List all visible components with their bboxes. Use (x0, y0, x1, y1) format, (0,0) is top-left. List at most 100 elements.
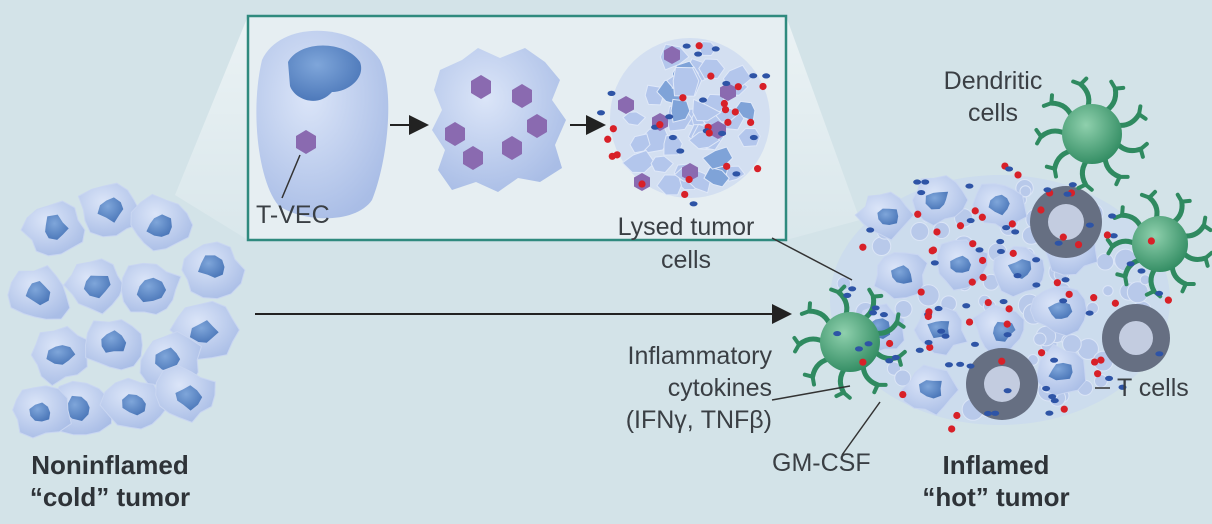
cell-fragment (622, 111, 647, 126)
gmcsf-dot (984, 410, 993, 417)
gmcsf-label: GM-CSF (772, 449, 871, 477)
cytokine-dot (681, 190, 689, 199)
dendrite-tip (1034, 127, 1044, 146)
tumor-nucleus (146, 214, 172, 237)
dendritic-cell (1034, 76, 1149, 192)
cytokine-dot (956, 222, 965, 230)
cytokine-dot (1037, 349, 1046, 357)
cytokine-dot (978, 256, 987, 265)
gmcsf-dot (975, 247, 984, 253)
gmcsf-dot (1050, 357, 1059, 363)
gmcsf-dot (1085, 310, 1094, 316)
cytokine-dot (609, 125, 617, 133)
cytokine-dot (1014, 171, 1022, 179)
cytokine-dot (1009, 249, 1017, 257)
tumor-nucleus (988, 194, 1010, 216)
cell-fragment (698, 58, 726, 80)
tumor-nucleus (950, 255, 971, 273)
cytokine-dot (859, 358, 867, 366)
dendrite-tip (792, 335, 802, 354)
gmcsf-dot (749, 134, 758, 141)
cell-fragment (650, 155, 675, 174)
virus-icon (296, 130, 316, 154)
cytokine-dot (707, 72, 715, 80)
gmcsf-dot (1054, 240, 1063, 246)
gmcsf-dot (1108, 213, 1117, 219)
cytokine-dot (1111, 299, 1119, 307)
cytokine-dot (656, 121, 664, 129)
dendrite-tip (1137, 104, 1148, 121)
cytokine-dot (933, 228, 941, 236)
cytokine-dot (723, 162, 731, 170)
cytokine-dot (948, 425, 956, 433)
cytokine-dot (1091, 358, 1099, 366)
cytokine-dot (969, 240, 977, 248)
gmcsf-dot (665, 114, 674, 120)
gmcsf-dot (1126, 261, 1135, 267)
cold-tumor-label-2: “cold” tumor (29, 482, 191, 512)
lysed-leader (771, 237, 853, 281)
cell-fragment (629, 133, 651, 154)
gmcsf-dot (1032, 282, 1041, 288)
dendrite-tip (834, 390, 852, 400)
t-cell-nucleus (1119, 321, 1153, 355)
tumor-nucleus (65, 395, 90, 421)
cytokine-dot (721, 106, 730, 114)
gmcsf-dot (718, 130, 727, 136)
cytokine-dot (984, 298, 992, 307)
gmcsf-dot (762, 73, 771, 79)
gmcsf-dot (934, 305, 943, 312)
gmcsf-dot (668, 134, 677, 141)
debris-fragment (1102, 285, 1114, 297)
gmcsf-dot (1011, 229, 1020, 235)
tumor-nucleus (25, 281, 51, 306)
gmcsf-dot (944, 362, 953, 368)
virus-icon (664, 46, 680, 64)
gmcsf-dot (843, 292, 852, 298)
dendrite-tip (1180, 281, 1196, 294)
dendritic-body (1132, 216, 1188, 272)
dendrite-tip (829, 284, 847, 295)
dendrite-tip (1041, 93, 1054, 108)
gmcsf-dot (1003, 388, 1012, 394)
gmcsf-dot (1050, 397, 1059, 404)
cold-tumor (7, 182, 246, 439)
tumor-nucleus (29, 402, 51, 422)
tumor-nucleus (1007, 259, 1032, 279)
virus-icon (720, 83, 736, 101)
tumor-nucleus (189, 320, 219, 343)
tumor-nucleus (993, 321, 1016, 342)
dendritic-label-1: Dendritic (943, 67, 1043, 95)
gmcsf-dot (1118, 384, 1127, 390)
gmcsf-dot (1042, 385, 1051, 392)
gmcsf-dot (962, 303, 971, 309)
gmcsf-dot (1048, 393, 1057, 400)
gmcsf-dot (854, 346, 863, 352)
tumor-nucleus (1048, 301, 1073, 319)
dendritic-body (1062, 104, 1122, 164)
gmcsf-dot (996, 248, 1005, 255)
cytokine-dot (731, 108, 739, 116)
dendritic-cell (792, 284, 907, 400)
dendritic-label-2: cells (967, 99, 1018, 127)
cytokine-dot (724, 118, 732, 126)
cytokine-dot (886, 339, 894, 348)
gmcsf-dot (1105, 375, 1114, 381)
dendrite-tip (867, 287, 884, 299)
cytokine-dot (1003, 320, 1011, 328)
cytokines-label-2: cytokines (667, 374, 772, 402)
cytokine-dot (754, 165, 762, 173)
cytokine-dot (1053, 279, 1061, 287)
gmcsf-dot (1005, 166, 1014, 172)
gmcsf-dot (732, 171, 741, 177)
cytokine-dot (953, 411, 961, 420)
t-vec-label: T-VEC (256, 201, 330, 229)
gmcsf-dot (1063, 191, 1072, 197)
gmcsf-dot (682, 43, 691, 49)
cytokine-dot (685, 175, 693, 184)
cytokine-dot (1008, 220, 1016, 228)
gmcsf-dot (966, 363, 975, 369)
gmcsf-dot (937, 328, 946, 334)
tumor-nucleus (1048, 362, 1073, 381)
